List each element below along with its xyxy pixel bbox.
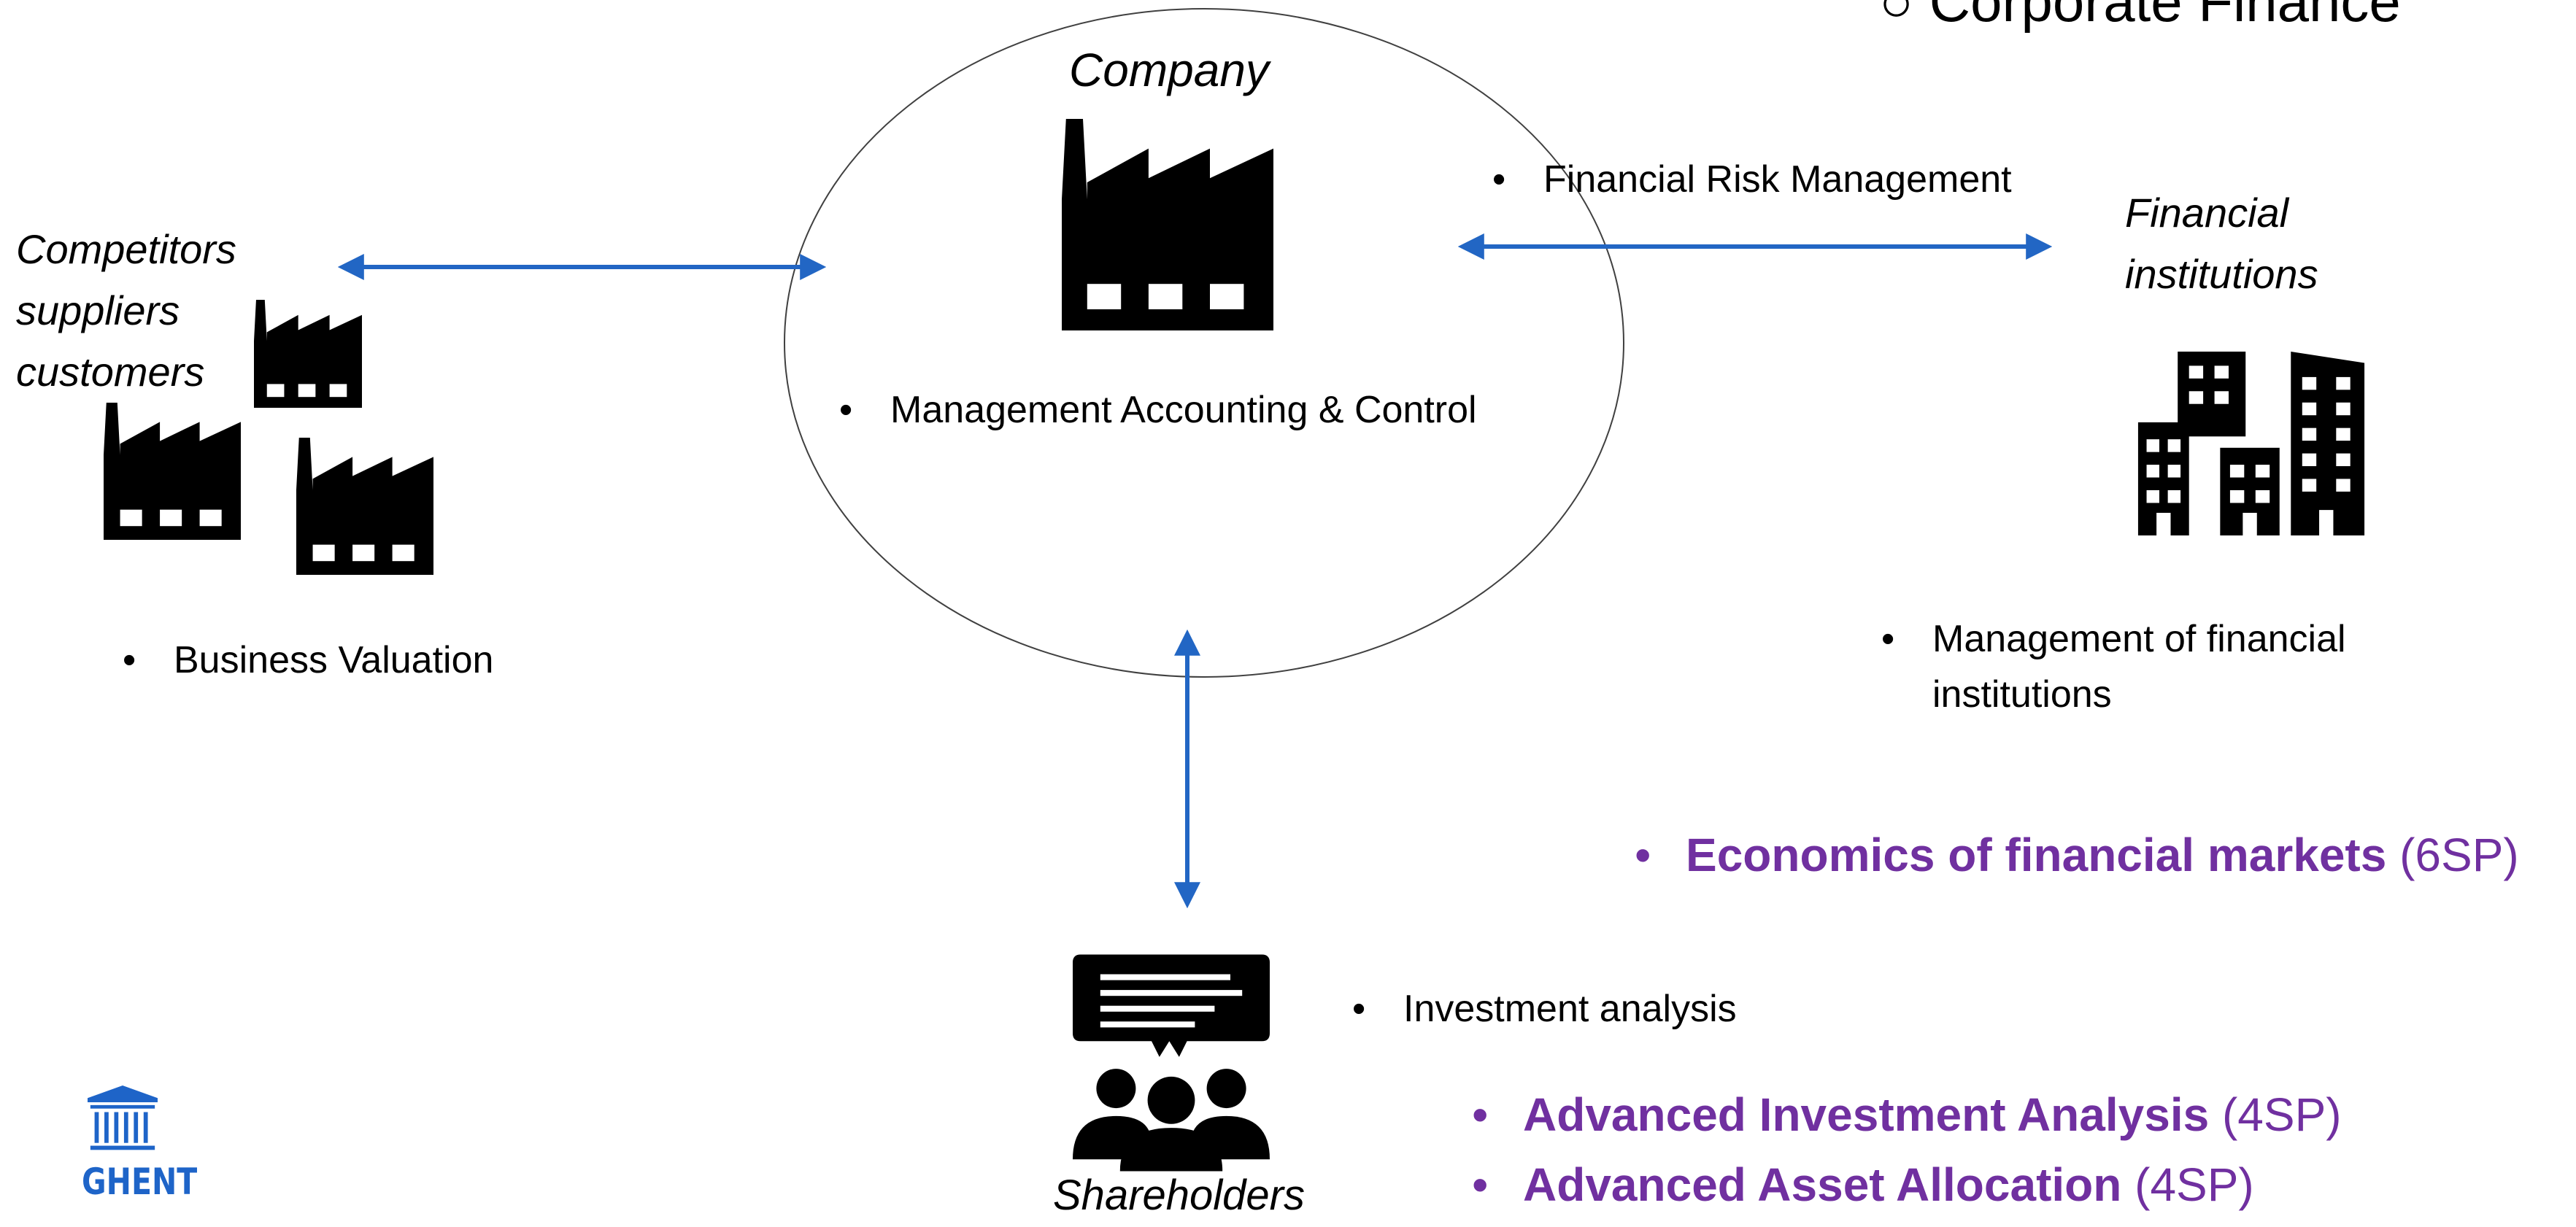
course-name: Economics of financial markets <box>1686 829 2387 881</box>
header-corporate-finance: ○ Corporate Finance <box>1879 0 2401 34</box>
bullet-symbol: • <box>1472 1158 1489 1211</box>
financial-institutions-label-1: Financial <box>2125 190 2289 236</box>
course-advanced-asset-allocation: • Advanced Asset Allocation (4SP) <box>1472 1150 2254 1220</box>
shareholders-label: Shareholders <box>1053 1172 1305 1219</box>
bullet-symbol: • <box>1472 1088 1489 1141</box>
people-discussion-icon <box>1073 954 1270 1172</box>
competitors-label-1: Competitors <box>16 226 236 272</box>
bullet-symbol: • <box>1881 618 1895 660</box>
management-financial-line-2-wrap: institutions <box>1932 666 2112 723</box>
course-credits: (4SP) <box>2135 1158 2254 1211</box>
company-bullet: • Management Accounting & Control <box>839 382 1477 438</box>
investment-analysis-text: Investment analysis <box>1403 988 1737 1030</box>
management-financial-line-2: institutions <box>1932 673 2112 716</box>
course-name: Advanced Investment Analysis <box>1523 1088 2210 1141</box>
financial-risk-text: Financial Risk Management <box>1543 158 2012 201</box>
financial-risk-bullet: • Financial Risk Management <box>1492 151 2012 208</box>
bullet-symbol: • <box>1635 829 1651 881</box>
university-building-icon <box>88 1085 158 1150</box>
business-valuation-text: Business Valuation <box>174 639 494 681</box>
company-label: Company <box>1069 44 1269 96</box>
factory-icon-left <box>104 403 241 540</box>
investment-analysis-bullet: • Investment analysis <box>1352 980 1737 1037</box>
course-credits: (4SP) <box>2221 1088 2342 1141</box>
course-economics-financial-markets: • Economics of financial markets (6SP) <box>1635 820 2519 890</box>
bullet-symbol: • <box>839 389 853 431</box>
factory-icon-right <box>296 438 433 575</box>
competitors-bullet: • Business Valuation <box>123 632 493 689</box>
competitors-label-3: customers <box>16 349 205 395</box>
management-accounting-text: Management Accounting & Control <box>890 389 1477 431</box>
logo-text: GHENT <box>82 1161 198 1203</box>
office-buildings-icon <box>2137 352 2365 535</box>
management-financial-line-1: Management of financial <box>1932 618 2346 660</box>
bullet-symbol: • <box>123 639 136 681</box>
management-financial-institutions-bullet: • Management of financial <box>1881 611 2346 667</box>
competitors-label-2: suppliers <box>16 287 180 333</box>
bullet-symbol: • <box>1352 988 1366 1030</box>
course-credits: (6SP) <box>2399 829 2519 881</box>
factory-icon <box>1062 119 1273 330</box>
company-ellipse <box>784 8 1624 678</box>
factory-icon-small <box>254 300 362 408</box>
course-advanced-investment-analysis: • Advanced Investment Analysis (4SP) <box>1472 1080 2342 1150</box>
financial-institutions-label-2: institutions <box>2125 251 2318 297</box>
course-name: Advanced Asset Allocation <box>1523 1158 2122 1211</box>
bullet-symbol: • <box>1492 158 1506 201</box>
